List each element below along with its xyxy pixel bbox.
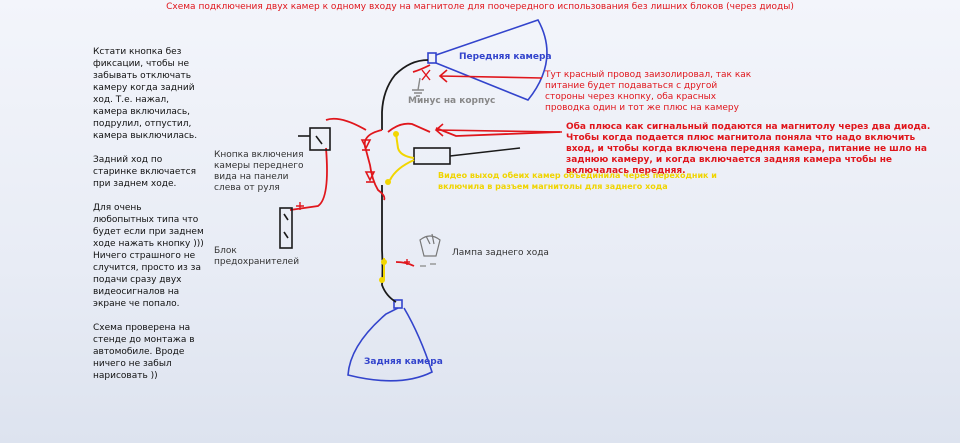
reverse-lamp-icon	[419, 233, 441, 257]
ground-icon	[412, 77, 424, 97]
fuse-plus-icon	[296, 202, 304, 210]
reverse-lamp-label: Лампа заднего хода	[452, 248, 549, 258]
left-notes: Кстати кнопка без фиксации, чтобы не заб…	[93, 47, 204, 381]
button-switch-icon	[298, 127, 331, 151]
lamp-minus-icon	[420, 263, 436, 267]
page-title: Схема подключения двух камер к одному вх…	[166, 2, 794, 12]
arrow-to-diodes	[434, 123, 563, 137]
yellow-wires	[383, 133, 415, 280]
yellow-video-note: Видео выход обеих камер объединила через…	[438, 171, 717, 191]
insulated-wire-icon	[421, 69, 431, 81]
arrow-to-wire-note	[438, 69, 543, 83]
lamp-plus-icon	[404, 259, 410, 265]
red-wires	[289, 64, 561, 267]
red-wire-note: Тут красный провод заизолировал, так как…	[545, 70, 752, 113]
front-camera-icon	[427, 19, 548, 101]
black-wire	[381, 59, 429, 303]
rear-camera-label: Задняя камера	[364, 357, 443, 367]
fuse-block-label: Блок предохранителей	[214, 246, 300, 267]
fuse-block-icon	[279, 207, 293, 249]
head-unit-icon	[413, 147, 521, 165]
yellow-connectors	[379, 131, 399, 283]
rear-camera-icon	[347, 299, 433, 382]
button-label: Кнопка включения камеры переднего вида н…	[214, 150, 304, 193]
diodes-note: Оба плюса как сигнальный подаются на маг…	[566, 122, 931, 176]
minus-label: Минус на корпус	[408, 96, 496, 106]
front-camera-label: Передняя камера	[459, 52, 552, 62]
diode-icon	[360, 139, 376, 183]
